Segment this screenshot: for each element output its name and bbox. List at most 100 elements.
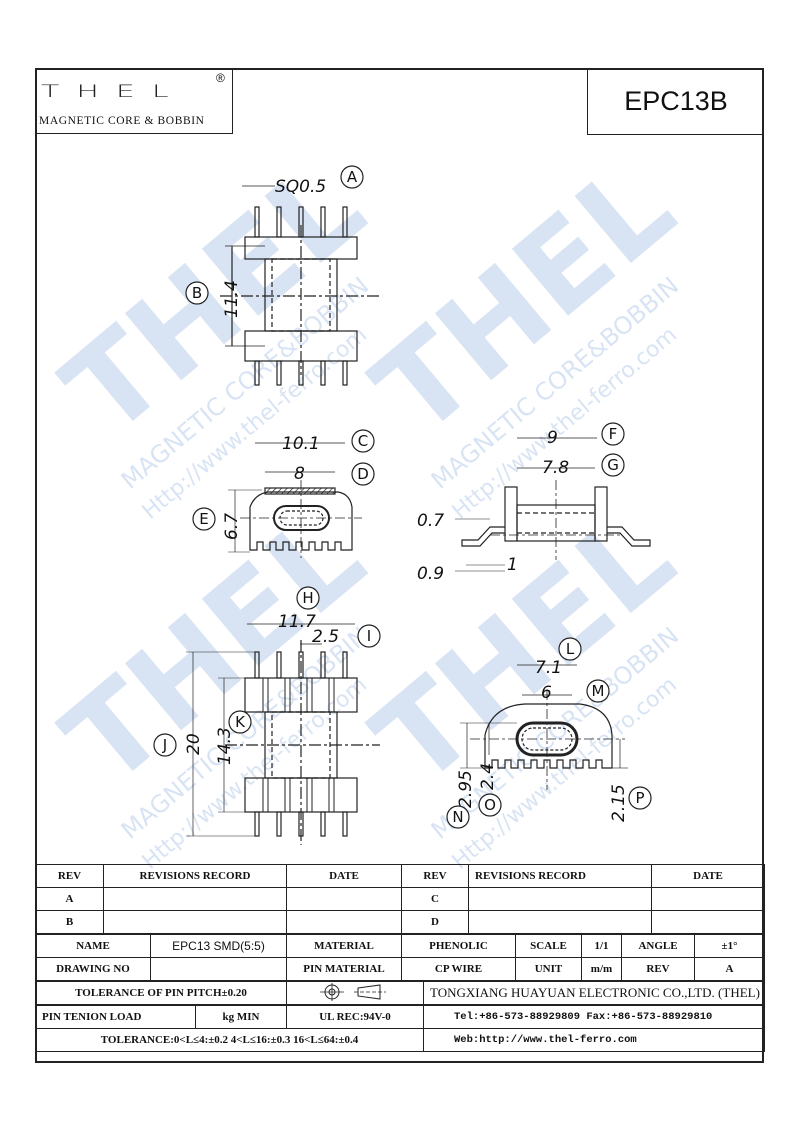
logo-block: THEL ® MAGNETIC CORE & BOBBIN	[35, 68, 233, 134]
company-name: TONGXIANG HUAYUAN ELECTRONIC CO.,LTD. (T…	[423, 981, 765, 1005]
callout-D	[351, 462, 375, 486]
dim-H-value: 11.7	[278, 612, 316, 632]
rev-c-date	[651, 887, 765, 911]
callout-H	[296, 586, 320, 610]
name-label: NAME	[35, 934, 151, 958]
rev-d-record	[468, 910, 652, 934]
rev-b-record	[103, 910, 287, 934]
callout-K-letter: K	[235, 713, 246, 731]
title-block: REV REVISIONS RECORD DATE REV REVISIONS …	[35, 864, 765, 1052]
pin-tension-label: PIN TENION LOAD	[35, 1005, 196, 1029]
dim-D-value: 8	[294, 464, 305, 484]
callout-M	[586, 679, 610, 703]
dim-N-value: 2.95	[456, 770, 476, 808]
side-pin-left	[461, 526, 505, 547]
front-flange-hatch	[264, 487, 336, 495]
callout-J	[153, 733, 177, 757]
callout-letters: A B C D E F G H I J K L M N O P	[162, 168, 645, 826]
callout-C	[351, 429, 375, 453]
revisions-header-2: REVISIONS RECORD	[468, 864, 652, 888]
rev-a: A	[35, 887, 104, 911]
callout-K	[228, 710, 252, 734]
material-label: MATERIAL	[286, 934, 402, 958]
end-view	[460, 664, 628, 790]
dim-pin-width: 1	[507, 555, 518, 575]
callout-A-letter: A	[347, 168, 358, 186]
rev-b-date	[286, 910, 402, 934]
rev-d-date	[651, 910, 765, 934]
logo-wordmark: THEL	[41, 82, 186, 102]
revisions-header: REVISIONS RECORD	[103, 864, 287, 888]
dim-I-value: 2.5	[312, 627, 339, 647]
unit-value: m/m	[581, 957, 622, 981]
callout-L-letter: L	[566, 640, 575, 658]
pin-tension-unit: kg MIN	[195, 1005, 287, 1029]
top-view	[220, 185, 380, 386]
tel-fax: Tel:+86-573-88929809 Fax:+86-573-8892981…	[423, 1005, 765, 1029]
callout-J-letter: J	[162, 736, 167, 754]
core-hole	[271, 258, 331, 332]
callout-P-letter: P	[635, 789, 644, 807]
callout-D-letter: D	[357, 465, 369, 483]
projection-symbol	[286, 981, 424, 1005]
third-angle-projection-icon	[320, 982, 386, 1001]
callout-B-letter: B	[192, 284, 202, 302]
date-header: DATE	[286, 864, 402, 888]
callout-I	[357, 624, 381, 648]
callout-I-letter: I	[367, 627, 371, 645]
dim-M-value: 6	[541, 683, 552, 703]
company-table: TOLERANCE OF PIN PITCH±0.20 TONGXIANG HU…	[35, 981, 765, 1005]
ul-rec: UL REC:94V-0	[286, 1005, 424, 1029]
callout-C-letter: C	[358, 432, 368, 450]
side-flange-left	[504, 486, 518, 542]
rev-c-record	[468, 887, 652, 911]
callout-E	[192, 507, 216, 531]
callout-B	[185, 281, 209, 305]
table-row: NAME EPC13 SMD(5:5) MATERIAL PHENOLIC SC…	[35, 934, 765, 958]
side-view	[455, 437, 651, 572]
dim-E-value: 6.7	[222, 513, 242, 540]
table-row: PIN TENION LOAD kg MIN UL REC:94V-0 Tel:…	[35, 1005, 765, 1029]
dim-F-value: 9	[547, 428, 558, 448]
unit-label: UNIT	[515, 957, 582, 981]
watermark: THEL MAGNETIC CORE&BOBBIN Http://www.the…	[39, 137, 699, 875]
front-pin-slots	[249, 538, 353, 551]
tolerance-general: TOLERANCE:0<L≤4:±0.2 4<L≤16:±0.3 16<L≤64…	[35, 1028, 424, 1052]
callout-H-letter: H	[302, 589, 313, 607]
rev-value: A	[694, 957, 765, 981]
part-number-title: EPC13B	[587, 68, 764, 135]
name-value: EPC13 SMD(5:5)	[150, 934, 287, 958]
revision-table: REV REVISIONS RECORD DATE REV REVISIONS …	[35, 864, 765, 934]
drawing-no-label: DRAWING NO	[35, 957, 151, 981]
table-row: TOLERANCE:0<L≤4:±0.2 4<L≤16:±0.3 16<L≤64…	[35, 1028, 765, 1052]
rev-a-record	[103, 887, 287, 911]
tolerance-pitch: TOLERANCE OF PIN PITCH±0.20	[35, 981, 287, 1005]
drawing-border	[35, 68, 764, 1063]
callout-F	[601, 422, 625, 446]
rev-header: REV	[35, 864, 104, 888]
callout-A	[340, 165, 364, 189]
callout-E-letter: E	[199, 510, 208, 528]
callout-P	[628, 786, 652, 810]
dim-pin-offset-top: 0.7	[417, 511, 444, 531]
rev-d: D	[401, 910, 469, 934]
material-value: PHENOLIC	[401, 934, 516, 958]
bottom-view	[186, 623, 380, 845]
callout-G	[601, 453, 625, 477]
date-header-2: DATE	[651, 864, 765, 888]
scale-value: 1/1	[581, 934, 622, 958]
callout-F-letter: F	[609, 425, 618, 443]
rev-b: B	[35, 910, 104, 934]
angle-value: ±1°	[694, 934, 765, 958]
drawing-no-value	[150, 957, 287, 981]
contact-table: PIN TENION LOAD kg MIN UL REC:94V-0 Tel:…	[35, 1005, 765, 1052]
table-row: B D	[35, 910, 765, 934]
callout-N-letter: N	[452, 808, 463, 826]
pin-material-value: CP WIRE	[401, 957, 516, 981]
website: Web:http://www.thel-ferro.com	[423, 1028, 765, 1052]
registered-mark: ®	[216, 71, 225, 85]
dim-P-value: 2.15	[609, 784, 629, 822]
callout-G-letter: G	[607, 456, 619, 474]
logo-subtitle: MAGNETIC CORE & BOBBIN	[39, 115, 205, 127]
